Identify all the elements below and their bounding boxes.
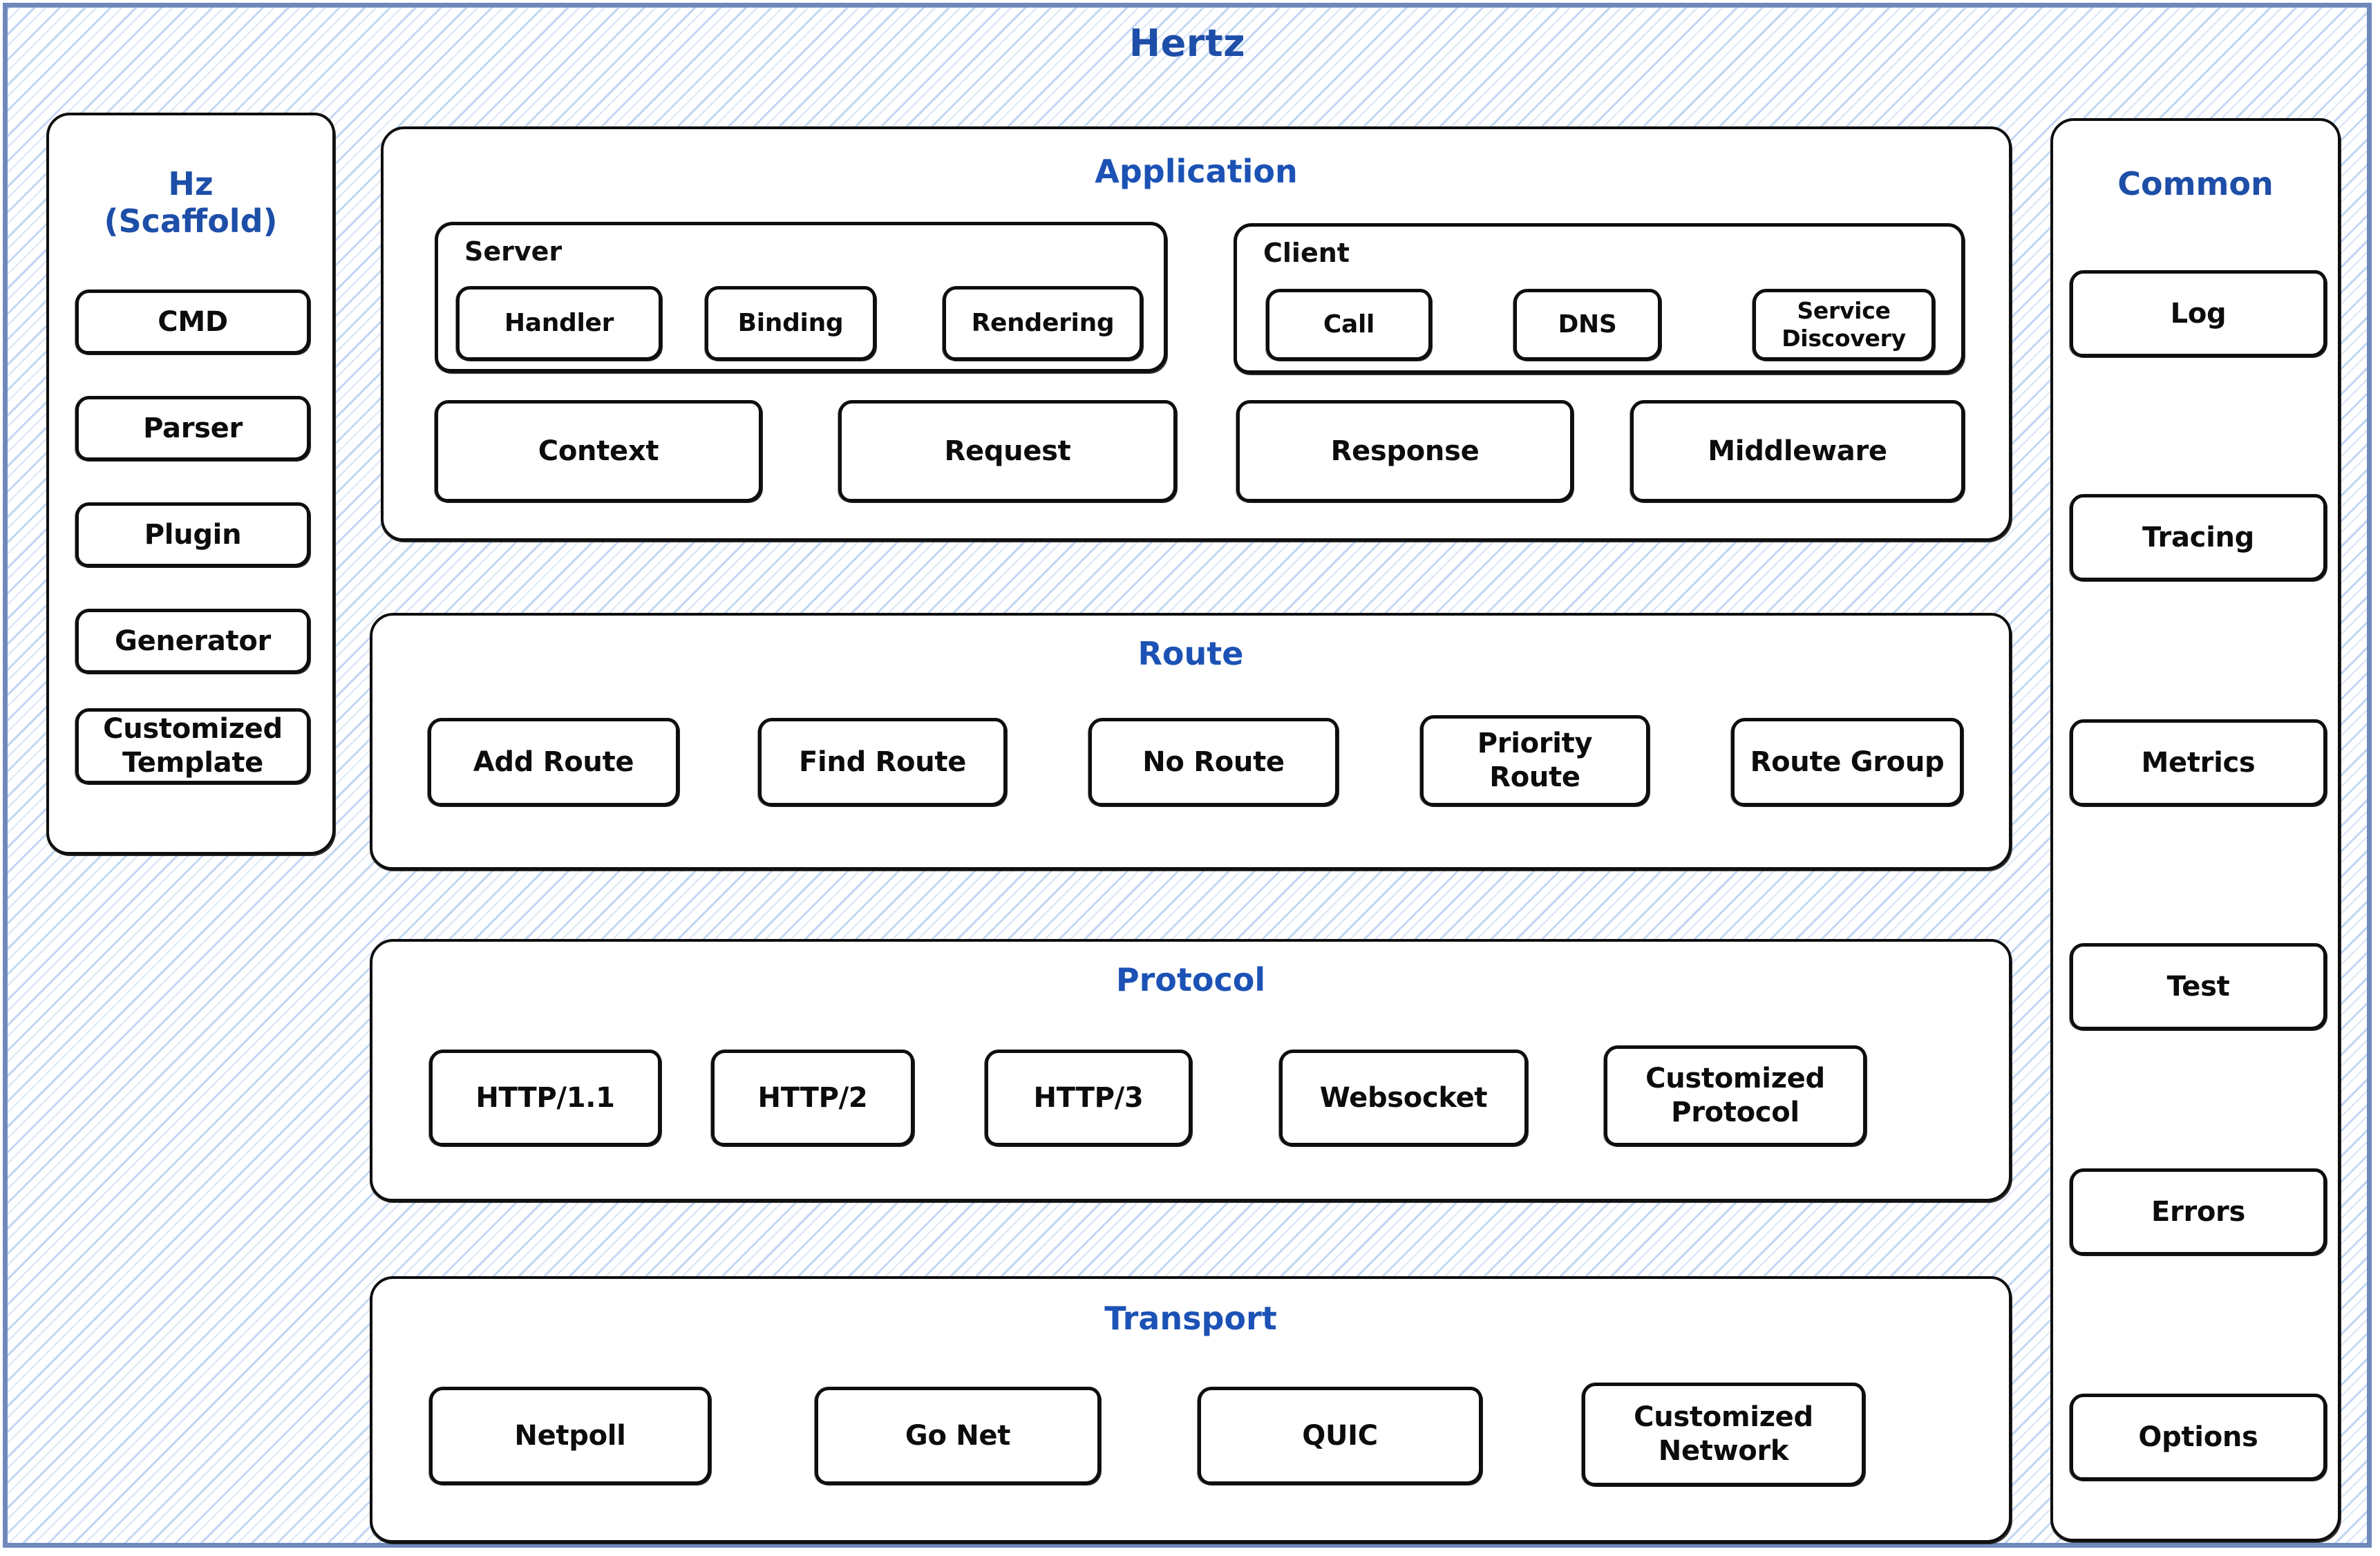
application-item-request[interactable]: Request	[838, 400, 1177, 502]
transport-item-quic[interactable]: QUIC	[1198, 1387, 1482, 1485]
route-item-label: Route Group	[1750, 746, 1945, 778]
common-item-label: Tracing	[2142, 521, 2255, 553]
scaffold-item-plugin[interactable]: Plugin	[75, 502, 310, 567]
diagram-frame: Hertz Hz (Scaffold) CMD Parser Plugin Ge…	[3, 3, 2372, 1548]
server-item-handler[interactable]: Handler	[456, 286, 662, 361]
common-item-tracing[interactable]: Tracing	[2070, 494, 2327, 581]
route-item-no-route[interactable]: No Route	[1088, 718, 1339, 806]
route-section-title: Route	[1137, 635, 1244, 672]
client-group-label: Client	[1263, 238, 1350, 268]
transport-item-label: Customized Network	[1634, 1401, 1813, 1467]
route-item-label: No Route	[1142, 746, 1285, 778]
protocol-item-http11[interactable]: HTTP/1.1	[429, 1050, 661, 1146]
common-panel[interactable]: Common Log Tracing Metrics Test Errors O…	[2050, 118, 2341, 1541]
common-item-test[interactable]: Test	[2070, 943, 2327, 1030]
client-item-label: DNS	[1558, 310, 1617, 339]
common-item-label: Errors	[2151, 1195, 2245, 1228]
protocol-item-websocket[interactable]: Websocket	[1279, 1050, 1528, 1146]
route-item-route-group[interactable]: Route Group	[1731, 718, 1963, 806]
scaffold-item-generator[interactable]: Generator	[75, 609, 310, 674]
protocol-item-label: HTTP/2	[757, 1081, 868, 1114]
route-item-label: Find Route	[798, 746, 967, 778]
transport-item-customized-network[interactable]: Customized Network	[1582, 1383, 1865, 1486]
common-panel-title: Common	[2117, 165, 2274, 202]
application-item-label: Context	[538, 435, 659, 467]
scaffold-title-line1: Hz	[168, 165, 214, 202]
common-item-label: Options	[2138, 1421, 2258, 1453]
client-item-label: Call	[1323, 310, 1375, 339]
server-item-rendering[interactable]: Rendering	[943, 286, 1143, 361]
client-group[interactable]: Client Call DNS Service Discovery	[1234, 223, 1965, 374]
application-item-label: Request	[944, 435, 1071, 467]
application-item-context[interactable]: Context	[435, 400, 762, 502]
scaffold-item-label: CMD	[158, 305, 228, 338]
server-item-label: Handler	[504, 309, 614, 338]
common-item-errors[interactable]: Errors	[2070, 1168, 2327, 1255]
transport-item-go-net[interactable]: Go Net	[815, 1387, 1101, 1485]
application-item-label: Middleware	[1708, 435, 1887, 467]
server-group-label: Server	[464, 236, 563, 267]
common-item-label: Test	[2166, 970, 2230, 1003]
scaffold-panel[interactable]: Hz (Scaffold) CMD Parser Plugin Generato…	[46, 113, 335, 855]
server-item-label: Binding	[737, 309, 844, 338]
server-group[interactable]: Server Handler Binding Rendering	[435, 222, 1167, 372]
transport-item-label: Go Net	[905, 1419, 1011, 1452]
protocol-item-label: Customized Protocol	[1645, 1063, 1825, 1128]
protocol-section-title: Protocol	[1115, 961, 1266, 998]
scaffold-item-label: Plugin	[144, 518, 242, 551]
common-item-metrics[interactable]: Metrics	[2070, 719, 2327, 806]
scaffold-item-customized-template[interactable]: Customized Template	[75, 708, 310, 784]
protocol-item-http2[interactable]: HTTP/2	[711, 1050, 914, 1146]
route-item-add-route[interactable]: Add Route	[428, 718, 679, 806]
client-item-dns[interactable]: DNS	[1513, 289, 1661, 361]
common-item-options[interactable]: Options	[2070, 1394, 2327, 1481]
application-section-title: Application	[1095, 153, 1298, 190]
route-section[interactable]: Route Add Route Find Route No Route Prio…	[370, 613, 2012, 870]
protocol-item-http3[interactable]: HTTP/3	[985, 1050, 1192, 1146]
route-item-label: Priority Route	[1477, 728, 1593, 793]
protocol-section[interactable]: Protocol HTTP/1.1 HTTP/2 HTTP/3 Websocke…	[370, 939, 2012, 1202]
route-item-find-route[interactable]: Find Route	[758, 718, 1007, 806]
scaffold-item-label: Customized Template	[103, 713, 283, 779]
application-item-label: Response	[1330, 435, 1480, 467]
server-item-binding[interactable]: Binding	[705, 286, 876, 361]
common-item-label: Log	[2170, 297, 2227, 330]
route-item-label: Add Route	[473, 746, 634, 778]
page-title: Hertz	[1128, 21, 1246, 65]
protocol-item-label: Websocket	[1319, 1081, 1488, 1114]
server-item-label: Rendering	[971, 309, 1115, 338]
client-item-call[interactable]: Call	[1266, 289, 1432, 361]
scaffold-item-parser[interactable]: Parser	[75, 396, 310, 461]
scaffold-panel-title: Hz (Scaffold)	[49, 165, 332, 240]
transport-section[interactable]: Transport Netpoll Go Net QUIC Customized…	[370, 1276, 2012, 1543]
protocol-item-label: HTTP/1.1	[475, 1081, 615, 1114]
transport-item-label: Netpoll	[514, 1419, 626, 1452]
protocol-item-customized-protocol[interactable]: Customized Protocol	[1604, 1045, 1867, 1146]
route-item-priority-route[interactable]: Priority Route	[1420, 715, 1650, 806]
client-item-label: Service Discovery	[1782, 296, 1906, 352]
scaffold-item-cmd[interactable]: CMD	[75, 290, 310, 354]
transport-item-label: QUIC	[1302, 1419, 1378, 1452]
scaffold-item-label: Parser	[143, 412, 243, 444]
scaffold-item-label: Generator	[115, 625, 271, 657]
protocol-item-label: HTTP/3	[1033, 1081, 1144, 1114]
transport-section-title: Transport	[1104, 1300, 1277, 1337]
application-item-response[interactable]: Response	[1236, 400, 1574, 502]
client-item-service-discovery[interactable]: Service Discovery	[1753, 289, 1935, 361]
scaffold-title-line2: (Scaffold)	[104, 202, 278, 240]
common-item-log[interactable]: Log	[2070, 270, 2327, 357]
application-item-middleware[interactable]: Middleware	[1630, 400, 1965, 502]
application-section[interactable]: Application Server Handler Binding Rende…	[381, 126, 2012, 541]
common-item-label: Metrics	[2141, 746, 2256, 779]
transport-item-netpoll[interactable]: Netpoll	[429, 1387, 711, 1485]
